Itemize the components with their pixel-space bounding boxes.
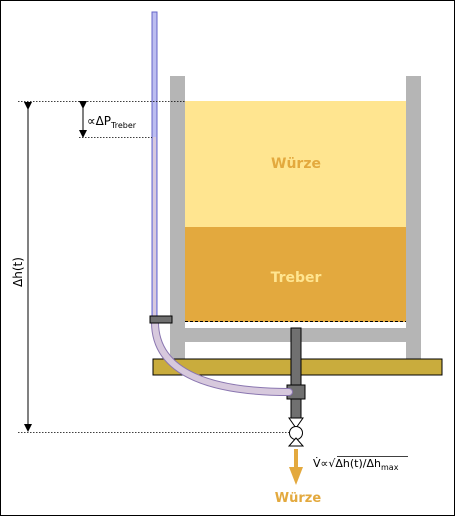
wuerze-label: Würze (271, 156, 321, 172)
treber-layer (185, 227, 406, 322)
tank-left-wall (170, 76, 185, 360)
delta-p-subscript: Treber (110, 121, 137, 130)
flow-formula-main: V̇∝√Δh(t)/Δh (313, 457, 381, 470)
tank-right-wall (406, 76, 421, 360)
flow-formula-subscript: max (381, 463, 399, 472)
outlet-valve (287, 417, 305, 447)
delta-h-label: Δh(t) (11, 257, 25, 287)
gauge-tube-liquid (153, 137, 156, 320)
gauge-hose-inner (152, 319, 292, 395)
delta-p-main: ∝ΔP (87, 114, 111, 128)
wuerze-layer (185, 101, 406, 227)
wuerze-outlet-label: Würze (275, 491, 322, 506)
gauge-connector (149, 315, 173, 324)
outlet-pipe (290, 327, 302, 419)
treber-label: Treber (271, 270, 322, 286)
flow-formula: V̇∝√Δh(t)/Δhmax (313, 457, 399, 472)
delta-p-label: ∝ΔPTreber (87, 114, 137, 130)
flow-arrow (289, 449, 303, 485)
